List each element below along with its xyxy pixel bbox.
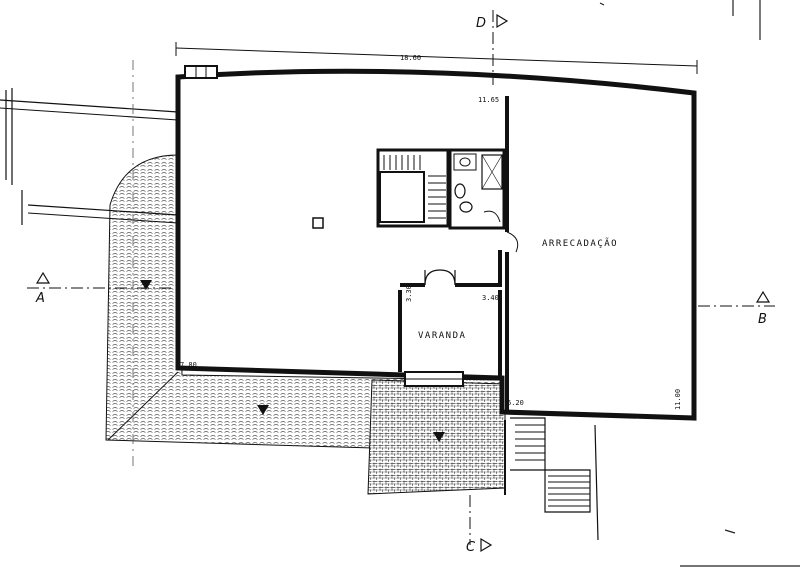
dimension-main-width: 11.65 bbox=[478, 96, 499, 104]
dimension-storage-width: 6.20 bbox=[507, 399, 524, 407]
main-house-walls bbox=[175, 68, 697, 421]
dimension-veranda-width: 3.40 bbox=[482, 294, 499, 302]
veranda-door bbox=[424, 269, 456, 286]
room-label-veranda: VARANDA bbox=[418, 331, 466, 341]
dimension-line-overall bbox=[175, 42, 698, 74]
dimension-overall-width: 18.60 bbox=[400, 54, 421, 62]
storage-door bbox=[506, 231, 519, 253]
scan-marks bbox=[599, 0, 800, 567]
dimension-storage-depth: 11.00 bbox=[674, 389, 682, 410]
terrace-diagonal bbox=[107, 371, 179, 441]
section-label-a: A bbox=[35, 291, 45, 306]
column bbox=[312, 217, 324, 229]
exterior-walls-left bbox=[0, 88, 179, 225]
interior-stairs bbox=[376, 148, 450, 228]
section-label-b: B bbox=[758, 312, 767, 327]
section-label-d: D bbox=[476, 16, 486, 31]
section-label-c: C bbox=[466, 540, 476, 555]
slope-arrow-left bbox=[140, 280, 152, 290]
veranda-walls bbox=[398, 250, 502, 376]
slope-arrow-center bbox=[257, 405, 269, 415]
room-label-storage: ARRECADAÇÃO bbox=[542, 238, 618, 249]
slope-arrow-front bbox=[433, 432, 445, 442]
chimney bbox=[184, 65, 218, 79]
dimension-veranda-depth: 3.30 bbox=[405, 285, 413, 302]
section-lines bbox=[27, 10, 775, 553]
bathroom bbox=[448, 148, 506, 230]
exterior-stairs bbox=[510, 417, 599, 541]
dimension-left-depth: 7.80 bbox=[180, 361, 197, 369]
